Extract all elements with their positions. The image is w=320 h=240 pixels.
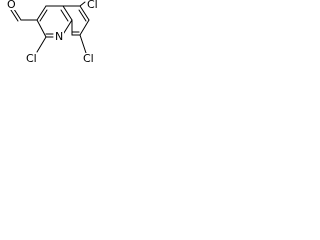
atom-chlorine-bottom-left: Cl	[25, 52, 38, 65]
atom-oxygen: O	[6, 0, 17, 11]
bond-c5-c6	[79, 5, 90, 21]
bond-c3-c4-inner	[39, 9, 48, 22]
atom-chlorine-top: Cl	[86, 0, 99, 11]
bond-c2-cl	[36, 36, 47, 53]
atom-nitrogen: N	[54, 30, 65, 43]
bond-c4a-c8a	[62, 5, 73, 21]
atom-chlorine-bottom-right: Cl	[82, 52, 95, 65]
bond-c4a-c8a-inner	[60, 9, 69, 22]
bond-c6-c7	[79, 19, 90, 36]
bond-c3-c4	[36, 5, 47, 21]
bond-c2-c3	[36, 19, 47, 38]
molecule-bonds	[8, 1, 90, 54]
bond-c7-cl	[79, 34, 87, 54]
bond-c5-cl	[79, 1, 86, 7]
structure-diagram: O Cl Cl N Cl	[0, 0, 125, 74]
bond-c5-c6-inner	[78, 9, 87, 22]
